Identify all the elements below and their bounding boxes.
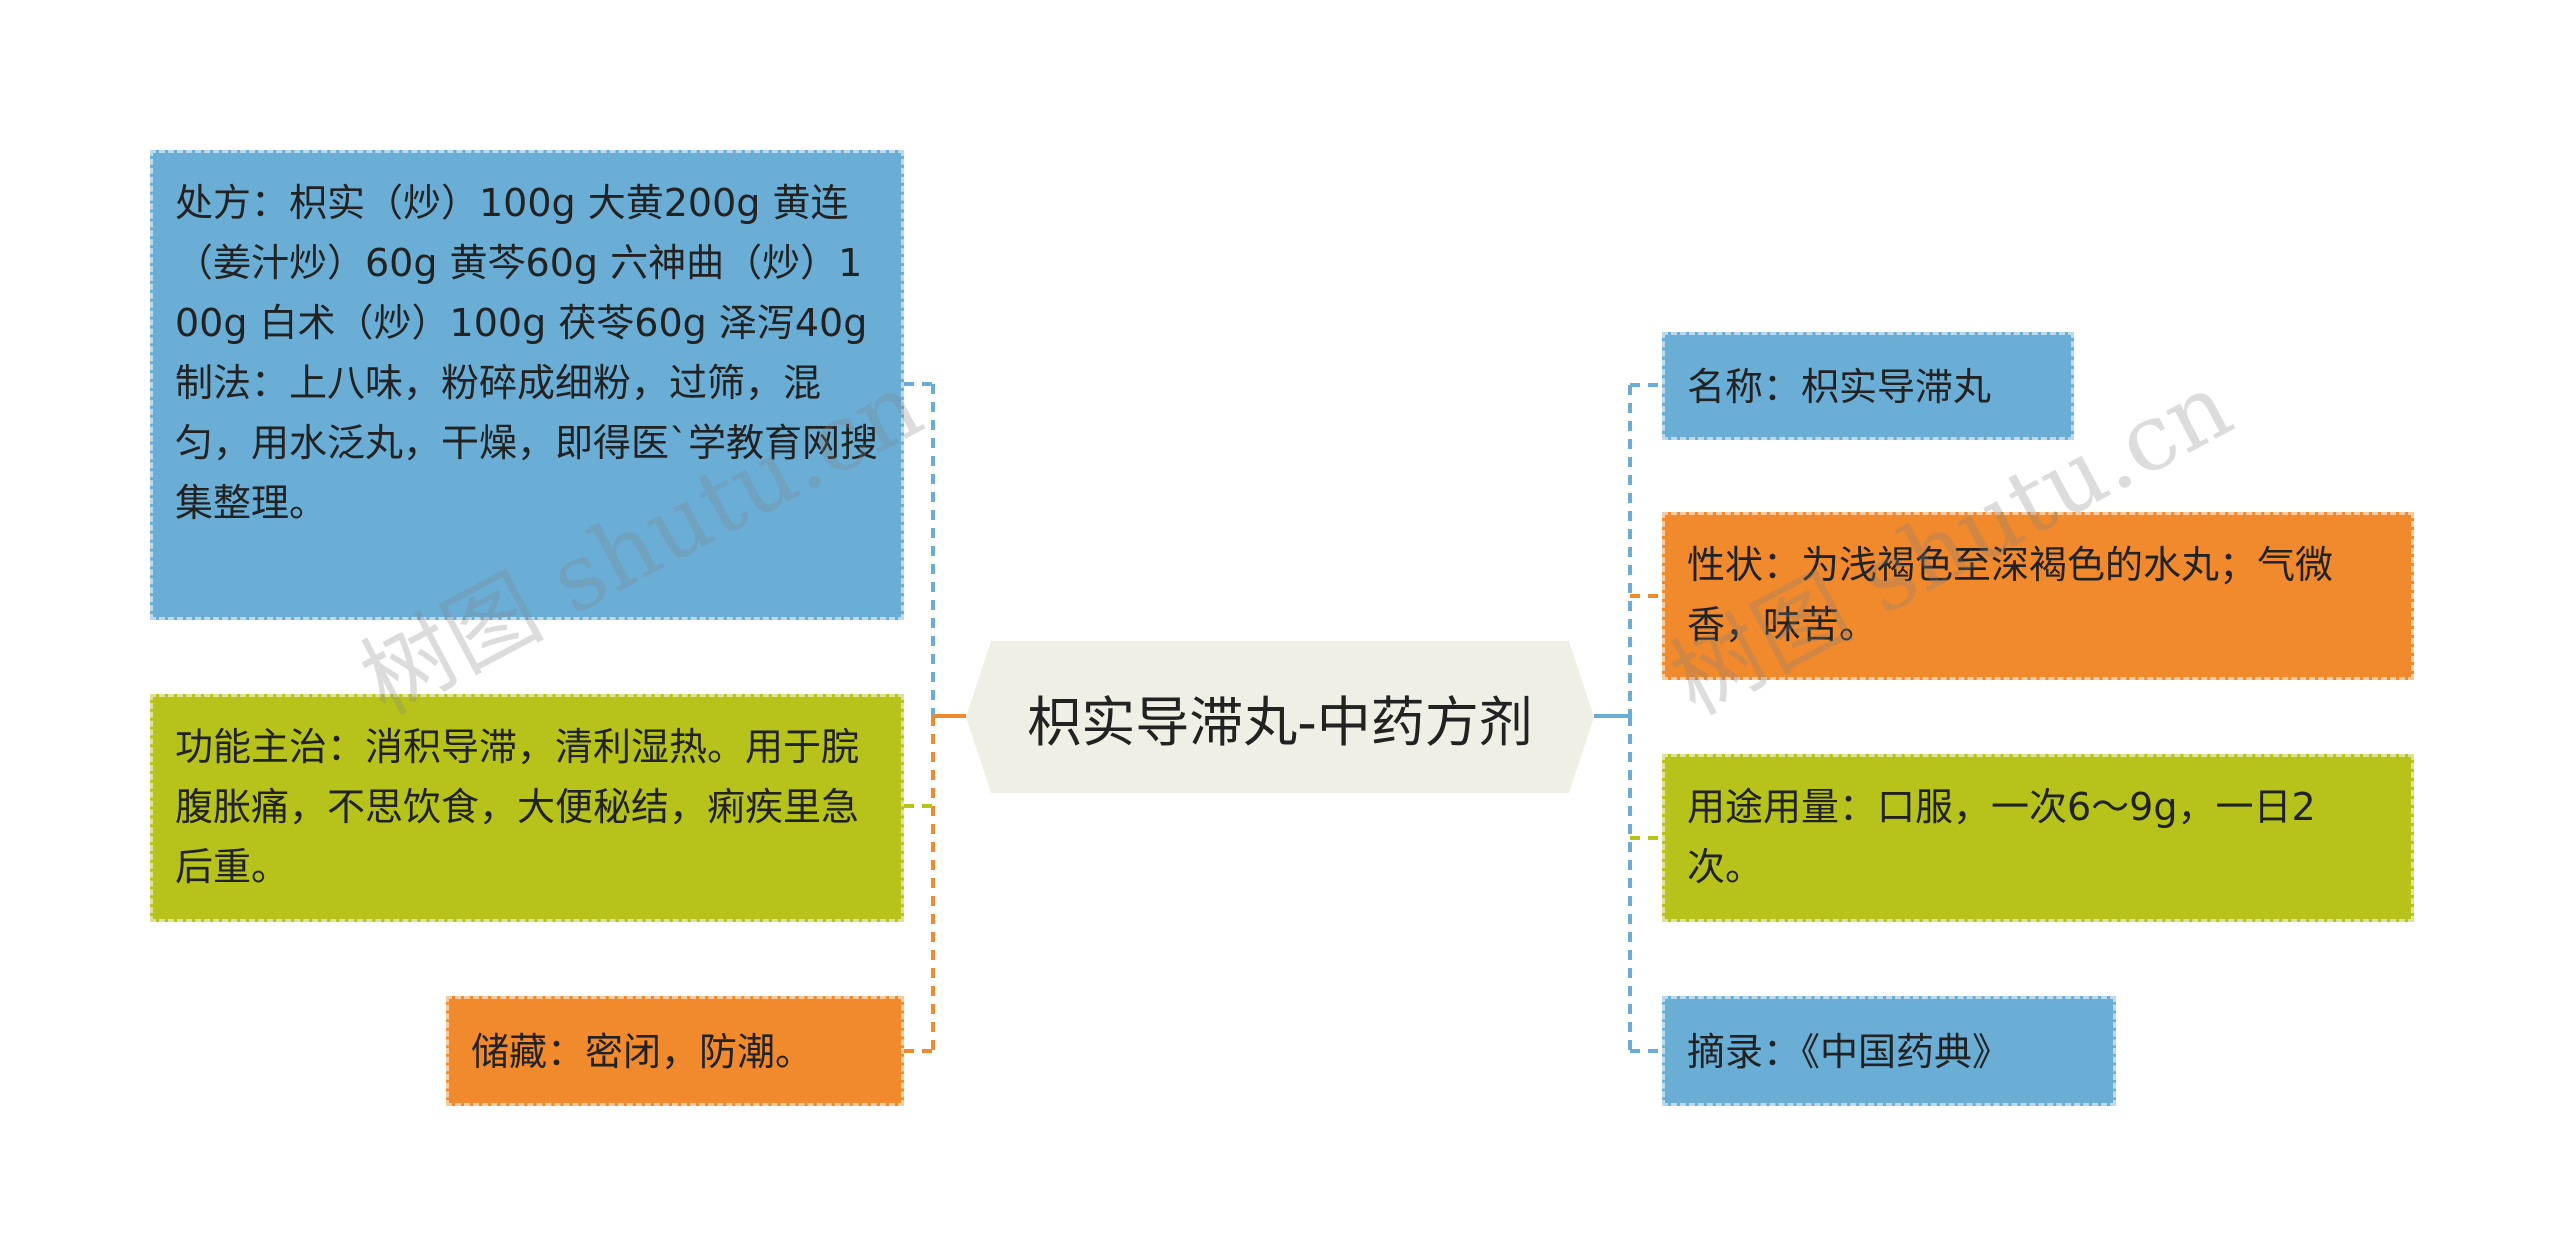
node-function[interactable]: 功能主治：消积导滞，清利湿热。用于脘腹胀痛，不思饮食，大便秘结，痢疾里急后重。 xyxy=(150,694,904,922)
node-usage[interactable]: 用途用量：口服，一次6～9g，一日2次。 xyxy=(1662,754,2414,922)
node-name[interactable]: 名称：枳实导滞丸 xyxy=(1662,332,2074,440)
node-prescription-text: 处方：枳实（炒）100g 大黄200g 黄连（姜汁炒）60g 黄芩60g 六神曲… xyxy=(175,181,879,525)
node-prescription[interactable]: 处方：枳实（炒）100g 大黄200g 黄连（姜汁炒）60g 黄芩60g 六神曲… xyxy=(150,150,904,620)
central-topic-title: 枳实导滞丸-中药方剂 xyxy=(1027,690,1533,754)
node-storage[interactable]: 储藏：密闭，防潮。 xyxy=(446,996,904,1106)
node-storage-text: 储藏：密闭，防潮。 xyxy=(471,1030,814,1074)
node-source[interactable]: 摘录：《中国药典》 xyxy=(1662,996,2116,1106)
node-source-text: 摘录：《中国药典》 xyxy=(1687,1030,2011,1074)
central-topic[interactable]: 枳实导滞丸-中药方剂 xyxy=(966,641,1594,793)
node-name-text: 名称：枳实导滞丸 xyxy=(1687,365,1992,409)
node-appearance-text: 性状：为浅褐色至深褐色的水丸；气微香，味苦。 xyxy=(1687,543,2334,647)
node-appearance[interactable]: 性状：为浅褐色至深褐色的水丸；气微香，味苦。 xyxy=(1662,512,2414,680)
node-function-text: 功能主治：消积导滞，清利湿热。用于脘腹胀痛，不思饮食，大便秘结，痢疾里急后重。 xyxy=(175,725,860,889)
node-usage-text: 用途用量：口服，一次6～9g，一日2次。 xyxy=(1687,785,2316,889)
